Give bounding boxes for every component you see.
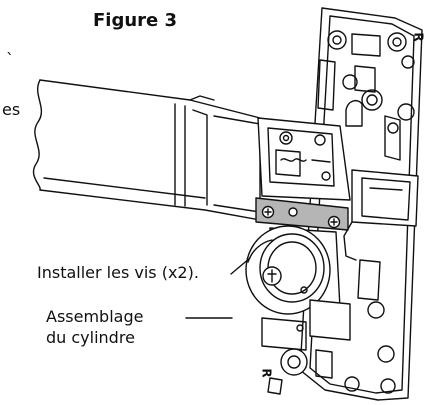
door-panel: [32, 79, 261, 221]
figure-title: Figure 3: [93, 10, 178, 31]
screw-bracket: [255, 197, 349, 231]
cylinder-body: [245, 225, 341, 315]
cylinder-assembly-label-line2: du cylindre: [46, 328, 135, 347]
lock-mechanism: [257, 117, 351, 201]
cut-text-fragment-top: ˎ: [6, 36, 14, 55]
cut-text-fragment-side: es: [2, 100, 21, 119]
install-screws-label: Installer les vis (x2).: [37, 263, 199, 282]
plate-mark-top: R: [411, 32, 426, 42]
plate-mark-bottom: R: [259, 368, 274, 378]
cylinder-assembly-label-line1: Assemblage: [46, 307, 144, 326]
leader-line-screws: [230, 257, 251, 275]
plate-lower: [261, 259, 396, 395]
